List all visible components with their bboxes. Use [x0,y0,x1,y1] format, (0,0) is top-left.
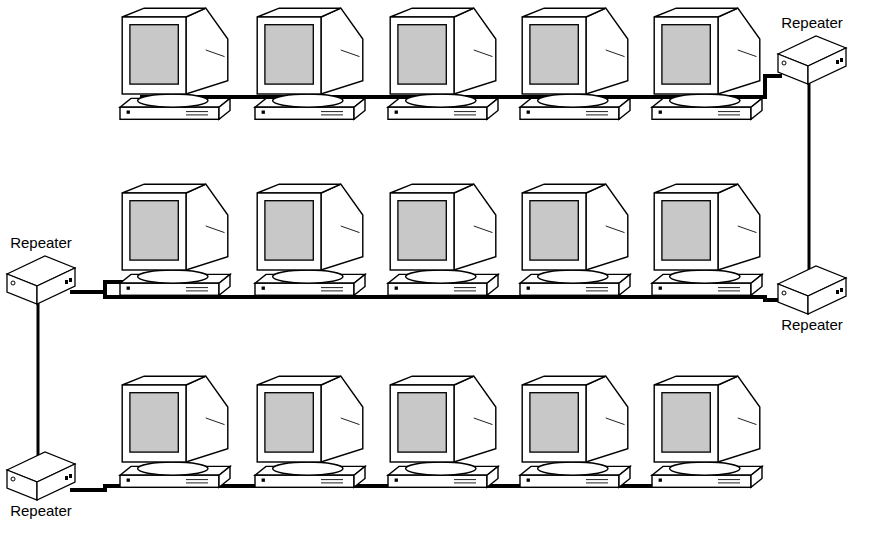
repeater-device [776,32,848,86]
repeater-device [776,262,848,316]
repeater-node: Repeater [773,262,851,334]
repeater-link [808,80,811,292]
repeater-link [37,300,40,478]
repeater-node: Repeater [773,14,851,86]
repeater-device [5,448,77,502]
device-label: Repeater [773,316,851,334]
device-label: Repeater [773,14,851,32]
device-label: Repeater [2,502,80,520]
repeater-node: Repeater [2,448,80,520]
device-label: Repeater [2,234,80,252]
repeater-node: Repeater [2,234,80,306]
repeater-device [5,252,77,306]
